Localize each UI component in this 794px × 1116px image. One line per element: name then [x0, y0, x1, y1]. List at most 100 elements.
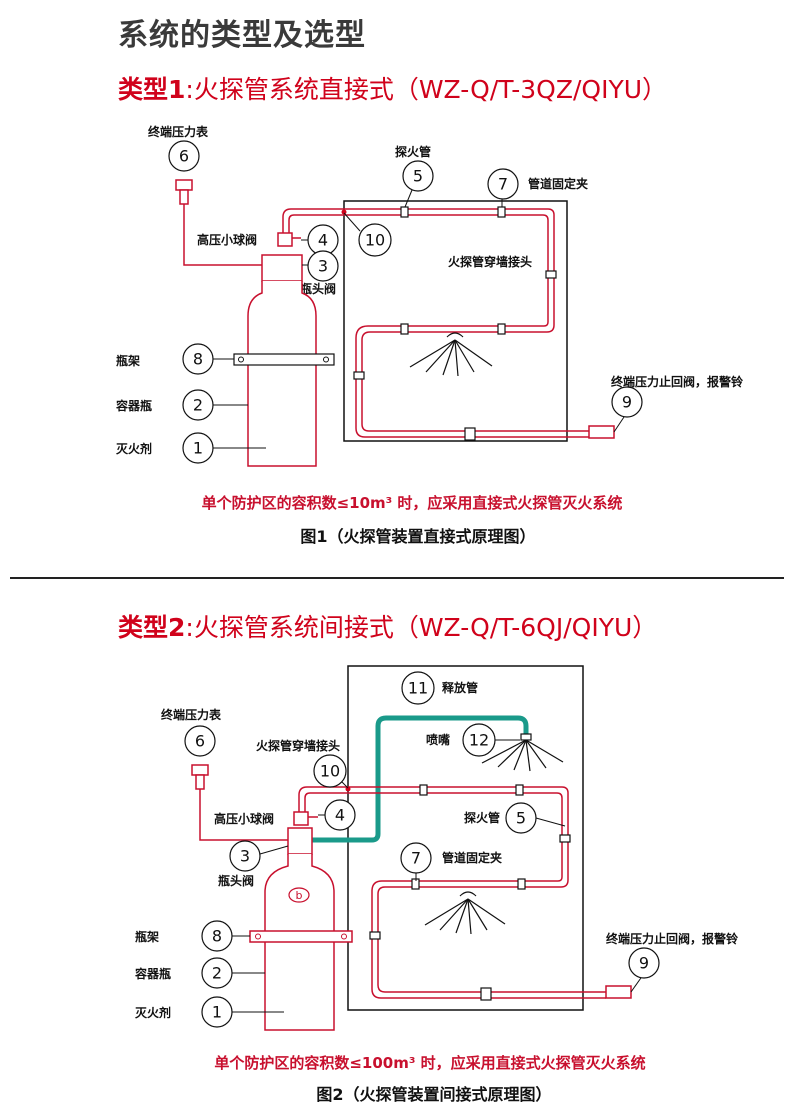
spray-nozzle-icon — [409, 332, 493, 377]
number-5: 5 — [413, 167, 423, 186]
number-circle-3 — [229, 840, 261, 872]
number-5: 5 — [516, 809, 526, 828]
number-11: 11 — [408, 679, 428, 698]
agent-label: 灭火剂 — [134, 1005, 171, 1020]
wall-joint-marker — [345, 786, 351, 792]
bracket-bolt-right — [323, 356, 329, 363]
type2-title: :火探管系统间接式（WZ-Q/T-6QJ/QIYU） — [185, 613, 658, 642]
indirect-system-diagram: 11 释放管 12 喷嘴 终端压力表 6 — [134, 665, 739, 1104]
gauge-label: 终端压力表 — [161, 707, 222, 722]
bracket-bolt-left — [238, 356, 244, 363]
release-pipe — [312, 715, 529, 843]
agent-label: 灭火剂 — [115, 441, 152, 456]
page-title: 系统的类型及选型 — [118, 18, 366, 53]
spray-nozzle-icon — [424, 891, 506, 935]
number-7: 7 — [411, 849, 421, 868]
leader-3 — [259, 845, 289, 855]
gauge-icon — [191, 764, 209, 790]
cylinder-label: 容器瓶 — [115, 398, 152, 413]
bracket-bolt-left — [255, 933, 261, 940]
number-1: 1 — [193, 439, 203, 458]
number-1: 1 — [212, 1003, 222, 1022]
cylinder-badge — [288, 887, 310, 903]
cylinder-bracket — [249, 930, 353, 943]
number-3: 3 — [240, 847, 250, 866]
number-circle-11 — [401, 671, 435, 705]
release-pipe-label: 释放管 — [442, 680, 478, 695]
number-12: 12 — [469, 731, 489, 750]
bracket-bolt-right — [341, 933, 347, 940]
type1-caption: 图1（火探管装置直接式原理图） — [300, 527, 535, 546]
number-7: 7 — [498, 175, 508, 194]
type2-caption: 图2（火探管装置间接式原理图） — [316, 1085, 551, 1104]
nozzle-label: 喷嘴 — [426, 732, 450, 747]
leader-5 — [404, 189, 413, 208]
number-2: 2 — [212, 964, 222, 983]
pipe-clamp-label: 管道固定夹 — [528, 176, 588, 191]
number-circle-5 — [402, 160, 434, 192]
number-9: 9 — [639, 954, 649, 973]
type1-heading: 类型1:火探管系统直接式（WZ-Q/T-3QZ/QIYU） — [118, 70, 667, 106]
check-valve-label: 终端压力止回阀，报警铃 — [606, 931, 739, 946]
ball-valve-label: 高压小球阀 — [197, 232, 257, 247]
number-circle-7 — [487, 168, 519, 200]
bracket-label: 瓶架 — [116, 353, 140, 368]
check-valve-icon — [605, 985, 632, 999]
section-divider — [10, 577, 784, 579]
number-4: 4 — [318, 231, 328, 250]
cylinder-body — [247, 281, 317, 467]
check-valve-icon — [588, 425, 615, 439]
number-10: 10 — [365, 231, 385, 250]
number-3: 3 — [318, 257, 328, 276]
detector-tube — [298, 786, 606, 999]
type1-note: 单个防护区的容积数≤10m³ 时，应采用直接式火探管灭火系统 — [202, 494, 623, 512]
number-4: 4 — [335, 806, 345, 825]
type2-note: 单个防护区的容积数≤100m³ 时，应采用直接式火探管灭火系统 — [214, 1054, 645, 1072]
number-circle-6 — [168, 140, 200, 172]
pipe-clamp-label: 管道固定夹 — [442, 850, 502, 865]
gauge-pipe — [183, 204, 262, 266]
type1-title: :火探管系统直接式（WZ-Q/T-3QZ/QIYU） — [185, 75, 668, 104]
detector-tube-label: 探火管 — [395, 144, 431, 159]
gauge-label: 终端压力表 — [148, 124, 209, 139]
cylinder-badge-text: b — [296, 889, 303, 902]
type2-heading: 类型2:火探管系统间接式（WZ-Q/T-6QJ/QIYU） — [118, 608, 657, 644]
pipe-clamps — [369, 784, 571, 1001]
number-2: 2 — [193, 396, 203, 415]
number-8: 8 — [193, 350, 203, 369]
bottle-valve-icon — [261, 254, 303, 282]
number-9: 9 — [622, 393, 632, 412]
ball-valve-icon — [293, 811, 318, 826]
wall-joint-label: 火探管穿墙接头 — [256, 738, 340, 753]
number-8: 8 — [212, 927, 222, 946]
type1-prefix: 类型1 — [118, 75, 186, 104]
detector-tube — [282, 208, 589, 438]
bottle-valve-label: 瓶头阀 — [218, 873, 254, 888]
ball-valve-icon — [277, 232, 301, 247]
wall-joint-label: 火探管穿墙接头 — [448, 254, 532, 269]
number-circle-9 — [611, 386, 643, 418]
number-circle-10 — [358, 223, 392, 257]
detector-tube-label: 探火管 — [464, 810, 500, 825]
check-valve-label: 终端压力止回阀，报警铃 — [611, 374, 744, 389]
type2-prefix: 类型2 — [118, 613, 186, 642]
number-circle-9 — [628, 947, 660, 979]
number-10: 10 — [320, 762, 340, 781]
number-circle-3 — [307, 250, 339, 282]
number-circle-6 — [184, 725, 216, 757]
gauge-icon — [175, 179, 193, 205]
cylinder-label: 容器瓶 — [134, 966, 171, 981]
bottle-valve-label: 瓶头阀 — [300, 281, 336, 296]
gauge-pipe — [199, 789, 288, 841]
protected-zone-box — [343, 200, 568, 442]
leader-5 — [535, 817, 566, 827]
wall-joint-marker — [341, 209, 347, 215]
bottle-valve-icon — [287, 827, 313, 855]
number-circle-10 — [313, 754, 347, 788]
number-6: 6 — [195, 732, 205, 751]
release-nozzle-icon — [481, 733, 564, 772]
cylinder-bracket — [233, 353, 335, 366]
number-6: 6 — [179, 147, 189, 166]
ball-valve-label: 高压小球阀 — [214, 811, 274, 826]
bracket-label: 瓶架 — [135, 929, 159, 944]
